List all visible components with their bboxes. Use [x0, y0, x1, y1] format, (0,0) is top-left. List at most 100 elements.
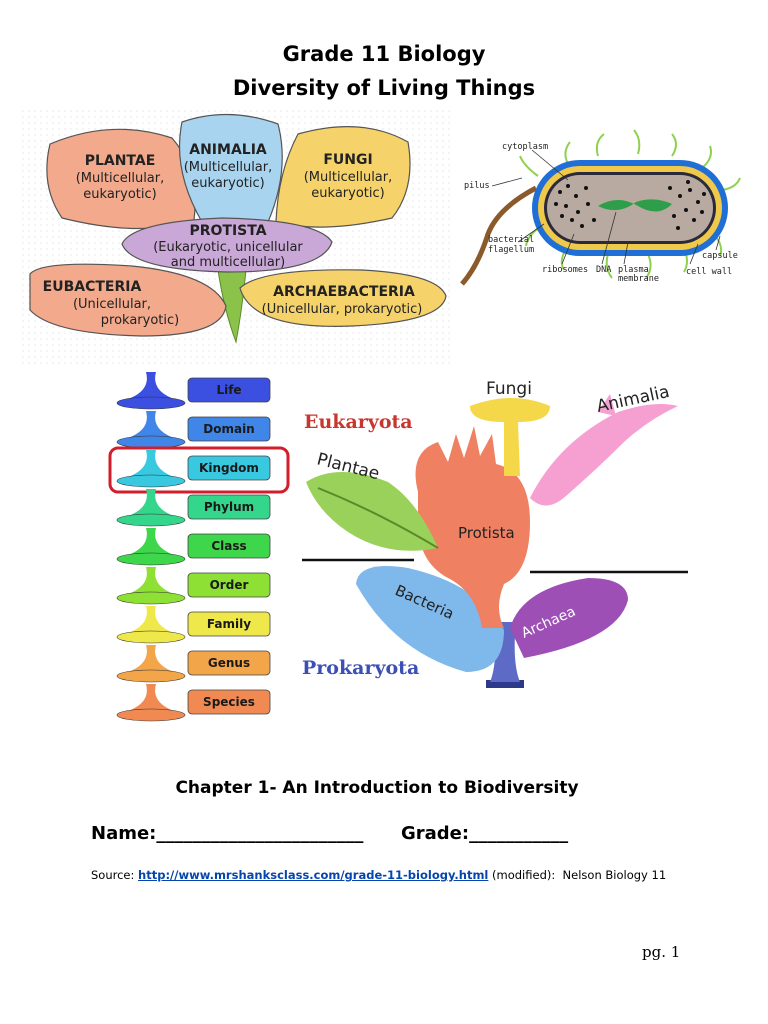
eubacteria-label: EUBACTERIA	[43, 279, 142, 295]
taxonomy-label-box	[187, 416, 271, 442]
taxonomy-bell	[118, 411, 184, 441]
taxonomy-bell-base	[116, 630, 186, 644]
taxonomy-label-life: Life	[216, 383, 241, 397]
prokaryota-label: Prokaryota	[302, 657, 419, 679]
source-prefix: Source:	[91, 868, 139, 882]
capsule-label: capsule	[702, 251, 738, 261]
taxonomy-label-phylum: Phylum	[204, 500, 254, 514]
taxonomy-label-domain: Domain	[203, 422, 254, 436]
taxonomy-label-box	[187, 572, 271, 598]
source-link[interactable]: http://www.mrshanksclass.com/grade-11-bi…	[138, 868, 489, 882]
taxonomy-bell-base	[116, 669, 186, 683]
taxonomy-level-kingdom: Kingdom	[108, 446, 290, 494]
protista-desc-2: and multicellular)	[171, 255, 285, 270]
taxonomy-label-box	[187, 455, 271, 481]
archaebacteria-label: ARCHAEBACTERIA	[273, 284, 415, 300]
bacterium-diagram: cytoplasm pilus bacterial flagellum ribo…	[458, 116, 758, 308]
taxonomy-label-box	[187, 689, 271, 715]
taxonomy-bell-base	[116, 513, 186, 527]
kingdoms-diagram: PLANTAE (Multicellular, eukaryotic) ANIM…	[22, 110, 450, 366]
taxonomy-label-box	[187, 494, 271, 520]
protista-desc-1: (Eukaryotic, unicellular	[153, 240, 303, 255]
taxonomy-stack: LifeDomainKingdomPhylumClassOrderFamilyG…	[108, 372, 290, 722]
fungi-petal	[275, 126, 411, 228]
taxonomy-bell	[118, 606, 184, 636]
taxonomy-label-class: Class	[211, 539, 246, 553]
eubacteria-petal	[29, 263, 227, 337]
cell-wall-label: cell wall	[686, 267, 732, 277]
flagellum-shape	[460, 185, 538, 286]
eubacteria-desc-1: (Unicellular,	[73, 297, 151, 312]
plantae-label: PLANTAE	[85, 153, 156, 169]
taxonomy-level-domain: Domain	[116, 411, 271, 449]
page-title-line2: Diversity of Living Things	[232, 76, 536, 100]
archaea-lobe	[510, 578, 628, 658]
archaebacteria-petal	[239, 269, 447, 327]
taxonomy-level-phylum: Phylum	[116, 489, 271, 527]
ribosomes-label: ribosomes	[542, 265, 588, 275]
pilus-label: pilus	[464, 181, 490, 191]
taxonomy-label-box	[187, 377, 271, 403]
eukaryota-label: Eukaryota	[304, 411, 413, 433]
taxonomy-bell-base	[116, 552, 186, 566]
source-suffix: (modified): Nelson Biology 11	[488, 868, 667, 882]
taxonomy-bell-base	[116, 591, 186, 605]
taxonomy-label-order: Order	[210, 578, 249, 592]
chapter-title: Chapter 1- An Introduction to Biodiversi…	[175, 778, 579, 798]
taxonomy-level-class: Class	[116, 528, 271, 566]
source-line: Source: http://www.mrshanksclass.com/gra…	[91, 868, 666, 882]
taxonomy-level-life: Life	[116, 372, 271, 410]
fungi-desc-2: eukaryotic)	[311, 186, 384, 201]
taxonomy-bell-base	[116, 435, 186, 449]
name-grade-line: Name:_______________________ Grade:_____…	[91, 823, 568, 844]
protista-lobe	[415, 426, 530, 628]
taxonomy-level-family: Family	[116, 606, 271, 644]
plasma-membrane-label-2: membrane	[618, 274, 659, 284]
fungi-tree-label: Fungi	[486, 379, 532, 399]
eubacteria-desc-2: prokaryotic)	[101, 313, 179, 328]
taxonomy-bell	[118, 489, 184, 519]
page-number: pg. 1	[642, 943, 681, 961]
plantae-desc-2: eukaryotic)	[83, 187, 156, 202]
taxonomy-bell	[118, 528, 184, 558]
taxonomy-level-order: Order	[116, 567, 271, 605]
taxonomy-bell	[118, 645, 184, 675]
fungi-desc-1: (Multicellular,	[304, 170, 393, 185]
archaebacteria-desc-1: (Unicellular, prokaryotic)	[262, 302, 423, 317]
taxonomy-label-species: Species	[203, 695, 255, 709]
dna-label: DNA	[596, 265, 611, 275]
page-title-line1: Grade 11 Biology	[282, 42, 486, 66]
taxonomy-bell	[118, 567, 184, 597]
taxonomy-level-species: Species	[116, 684, 271, 722]
grade-field[interactable]: Grade:___________	[400, 823, 569, 844]
taxonomy-bell-base	[116, 708, 186, 722]
flagellum-label-1: bacterial	[488, 235, 534, 245]
taxonomy-bell	[118, 372, 184, 402]
taxonomy-bell	[118, 684, 184, 714]
taxonomy-level-genus: Genus	[116, 645, 271, 683]
taxonomy-label-box	[187, 611, 271, 637]
cytoplasm-label: cytoplasm	[502, 142, 548, 152]
protista-tree-label: Protista	[458, 524, 515, 542]
cytoplasm-shape	[547, 175, 713, 241]
flagellum-label-2: flagellum	[488, 245, 534, 255]
taxonomy-bell	[118, 450, 184, 480]
fungi-mushroom	[470, 398, 550, 476]
taxonomy-label-box	[187, 650, 271, 676]
taxonomy-label-kingdom: Kingdom	[199, 461, 259, 475]
plasma-membrane-label-1: plasma	[618, 265, 649, 275]
animalia-fish	[530, 404, 678, 506]
name-field[interactable]: Name:_______________________	[91, 823, 364, 844]
taxonomy-bell-base	[116, 474, 186, 488]
kingdom-highlight-box	[108, 446, 290, 494]
plantae-desc-1: (Multicellular,	[76, 171, 165, 186]
fungi-label: FUNGI	[323, 152, 372, 168]
tree-base	[486, 680, 524, 688]
animalia-desc-1: (Multicellular,	[184, 160, 273, 175]
tree-of-life: Eukaryota Prokaryota Fungi Animalia Plan…	[302, 379, 688, 688]
taxonomy-label-box	[187, 533, 271, 559]
animalia-desc-2: eukaryotic)	[191, 176, 264, 191]
taxonomy-bell-base	[116, 396, 186, 410]
protista-petal	[121, 217, 333, 273]
protista-label: PROTISTA	[189, 223, 266, 239]
